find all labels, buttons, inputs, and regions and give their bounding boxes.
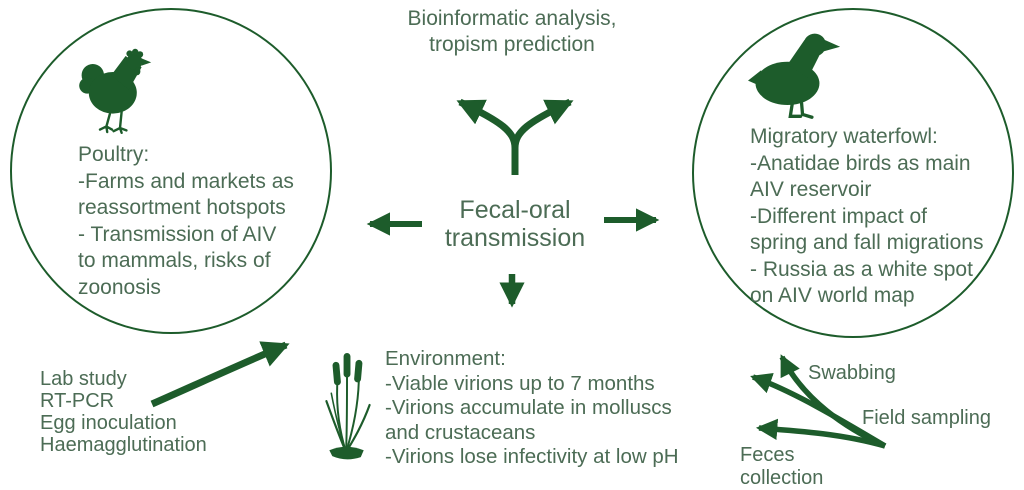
field-sampling-label: Field sampling xyxy=(862,407,991,429)
swabbing-label: Swabbing xyxy=(808,362,896,384)
waterfowl-line: - Russia as a white spot xyxy=(750,257,973,281)
bioinformatic-analysis-label: Bioinformatic analysis, tropism predicti… xyxy=(370,6,654,58)
environment-line: -Viable virions up to 7 months xyxy=(385,371,655,395)
poultry-line: zoonosis xyxy=(78,275,161,299)
environment-line: -Virions accumulate in molluscs xyxy=(385,396,672,419)
cattails-icon xyxy=(325,352,371,460)
waterfowl-title: Migratory waterfowl: xyxy=(750,125,938,148)
waterfowl-line: AIV reservoir xyxy=(750,178,872,201)
feces-collection-label: Feces collection xyxy=(740,444,823,490)
poultry-line: - Transmission of AIV xyxy=(78,222,277,246)
bioinformatic-line1: Bioinformatic analysis, xyxy=(407,7,617,30)
lab-methods-text: Lab study RT-PCR Egg inoculation Haemagg… xyxy=(40,368,207,456)
waterfowl-line: -Different impact of xyxy=(750,204,928,228)
lab-line: RT-PCR xyxy=(40,390,115,412)
poultry-line: -Farms and markets as xyxy=(78,169,294,193)
chicken-icon xyxy=(79,48,152,134)
lab-to-poultry-arrow xyxy=(150,341,290,408)
waterfowl-line: on AIV world map xyxy=(750,284,915,307)
poultry-text: Poultry: -Farms and markets as reassortm… xyxy=(78,142,294,301)
environment-title: Environment: xyxy=(385,347,506,370)
waterfowl-line: spring and fall migrations xyxy=(750,231,984,254)
lab-line: Egg inoculation xyxy=(40,412,177,434)
poultry-line: reassortment hotspots xyxy=(78,196,286,219)
fecal-oral-line2: transmission xyxy=(444,224,586,252)
poultry-circle: Poultry: -Farms and markets as reassortm… xyxy=(10,8,332,334)
duck-icon xyxy=(748,33,841,119)
arrow-down xyxy=(499,274,525,308)
waterfowl-line: -Anatidae birds as main xyxy=(750,151,971,175)
arrow-left xyxy=(366,212,422,236)
lab-line: Haemagglutination xyxy=(40,434,207,456)
feces-line1: Feces xyxy=(740,444,795,466)
environment-line: and crustaceans xyxy=(385,420,536,444)
fecal-oral-label: Fecal-oral transmission xyxy=(425,196,605,252)
environment-text: Environment: -Viable virions up to 7 mon… xyxy=(385,347,679,470)
waterfowl-text: Migratory waterfowl: -Anatidae birds as … xyxy=(750,124,983,310)
sampling-trident-arrow xyxy=(750,354,887,449)
feces-line2: collection xyxy=(740,467,824,489)
poultry-line: to mammals, risks of xyxy=(78,249,271,272)
poultry-title: Poultry: xyxy=(78,143,150,166)
waterfowl-circle: Migratory waterfowl: -Anatidae birds as … xyxy=(692,8,1014,338)
bioinformatic-line2: tropism prediction xyxy=(429,33,595,56)
arrow-right xyxy=(604,208,660,232)
lab-line: Lab study xyxy=(40,368,127,390)
environment-line: -Virions lose infectivity at low pH xyxy=(385,445,679,468)
fecal-oral-line1: Fecal-oral xyxy=(459,196,571,224)
fork-arrow-up xyxy=(456,98,574,175)
